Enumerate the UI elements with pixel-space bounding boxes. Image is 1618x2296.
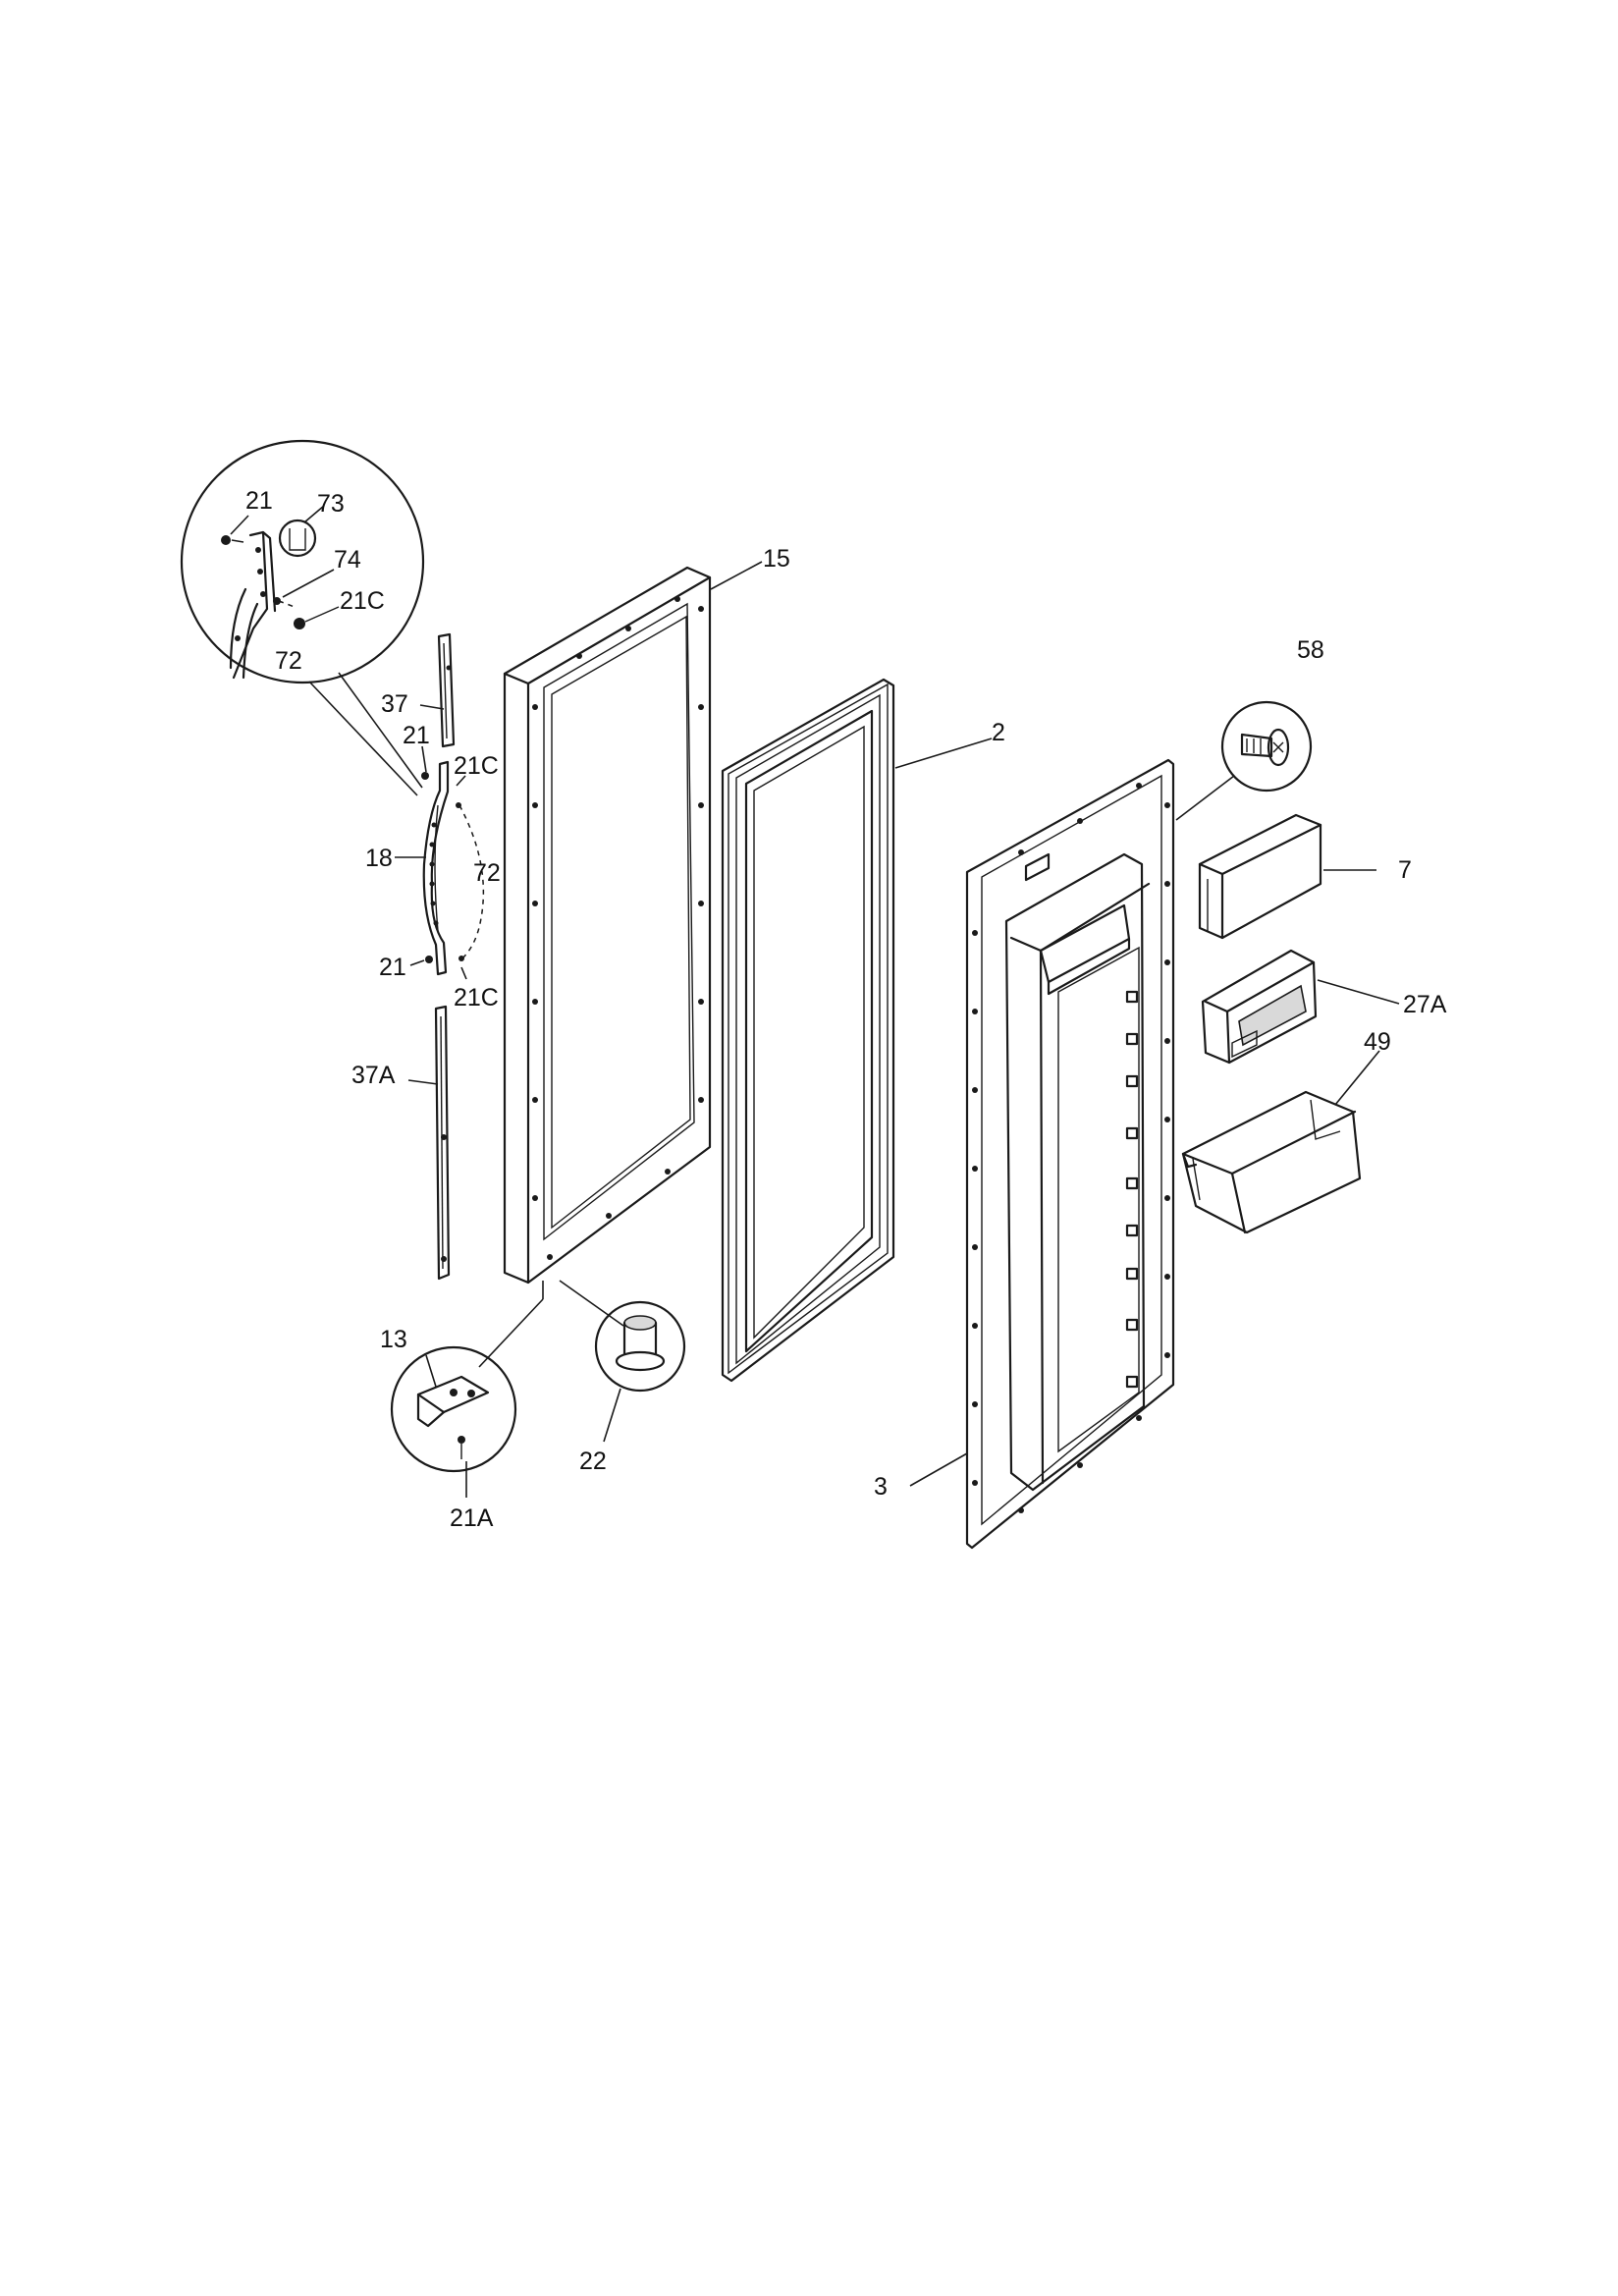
label-27a: 27A bbox=[1403, 991, 1447, 1018]
label-73: 73 bbox=[317, 490, 345, 518]
part-2-gasket bbox=[721, 678, 895, 1383]
label-37a: 37A bbox=[351, 1062, 396, 1089]
label-21c-mid: 21C bbox=[454, 752, 499, 780]
label-2: 2 bbox=[992, 719, 1005, 746]
detail-circle-22-bushing bbox=[594, 1300, 686, 1443]
part-37a-lower-trim bbox=[434, 1005, 451, 1281]
part-7-cover bbox=[1198, 813, 1322, 940]
label-58: 58 bbox=[1297, 636, 1324, 664]
label-15: 15 bbox=[763, 545, 790, 573]
part-18-handle bbox=[421, 760, 485, 976]
label-7: 7 bbox=[1398, 856, 1412, 884]
label-21-mid: 21 bbox=[403, 722, 430, 749]
part-27a-dairy-door bbox=[1201, 949, 1318, 1065]
label-37: 37 bbox=[381, 690, 408, 718]
detail-circle-hinge-top bbox=[180, 439, 425, 684]
label-21c-top: 21C bbox=[340, 587, 385, 615]
label-72-mid: 72 bbox=[473, 859, 501, 887]
detail-circle-58-screw bbox=[1175, 700, 1313, 821]
callout-leaders bbox=[230, 505, 1400, 1498]
callout-labels: 21 73 74 21C 72 15 58 2 37 21 21C 18 72 … bbox=[245, 487, 1447, 1532]
part-3-door-liner bbox=[965, 758, 1175, 1550]
part-49-bin bbox=[1181, 1090, 1362, 1234]
detail-leader-a bbox=[338, 672, 423, 789]
label-21a: 21A bbox=[450, 1504, 494, 1532]
label-21-low: 21 bbox=[379, 954, 406, 981]
label-22: 22 bbox=[579, 1448, 607, 1475]
label-21-top: 21 bbox=[245, 487, 273, 515]
label-13: 13 bbox=[380, 1326, 407, 1353]
label-49: 49 bbox=[1364, 1028, 1391, 1056]
label-21c-low: 21C bbox=[454, 984, 499, 1011]
frame-leader-13b bbox=[478, 1298, 544, 1368]
label-3: 3 bbox=[874, 1473, 888, 1501]
label-18: 18 bbox=[365, 845, 393, 872]
part-37-upper-trim bbox=[437, 632, 456, 748]
detail-leader-b bbox=[308, 681, 418, 796]
label-72-top: 72 bbox=[275, 647, 302, 675]
frame-leader-22 bbox=[559, 1280, 624, 1327]
label-74: 74 bbox=[334, 546, 361, 574]
part-15-door-frame bbox=[503, 566, 712, 1285]
detail-circle-13-hinge bbox=[390, 1345, 517, 1473]
